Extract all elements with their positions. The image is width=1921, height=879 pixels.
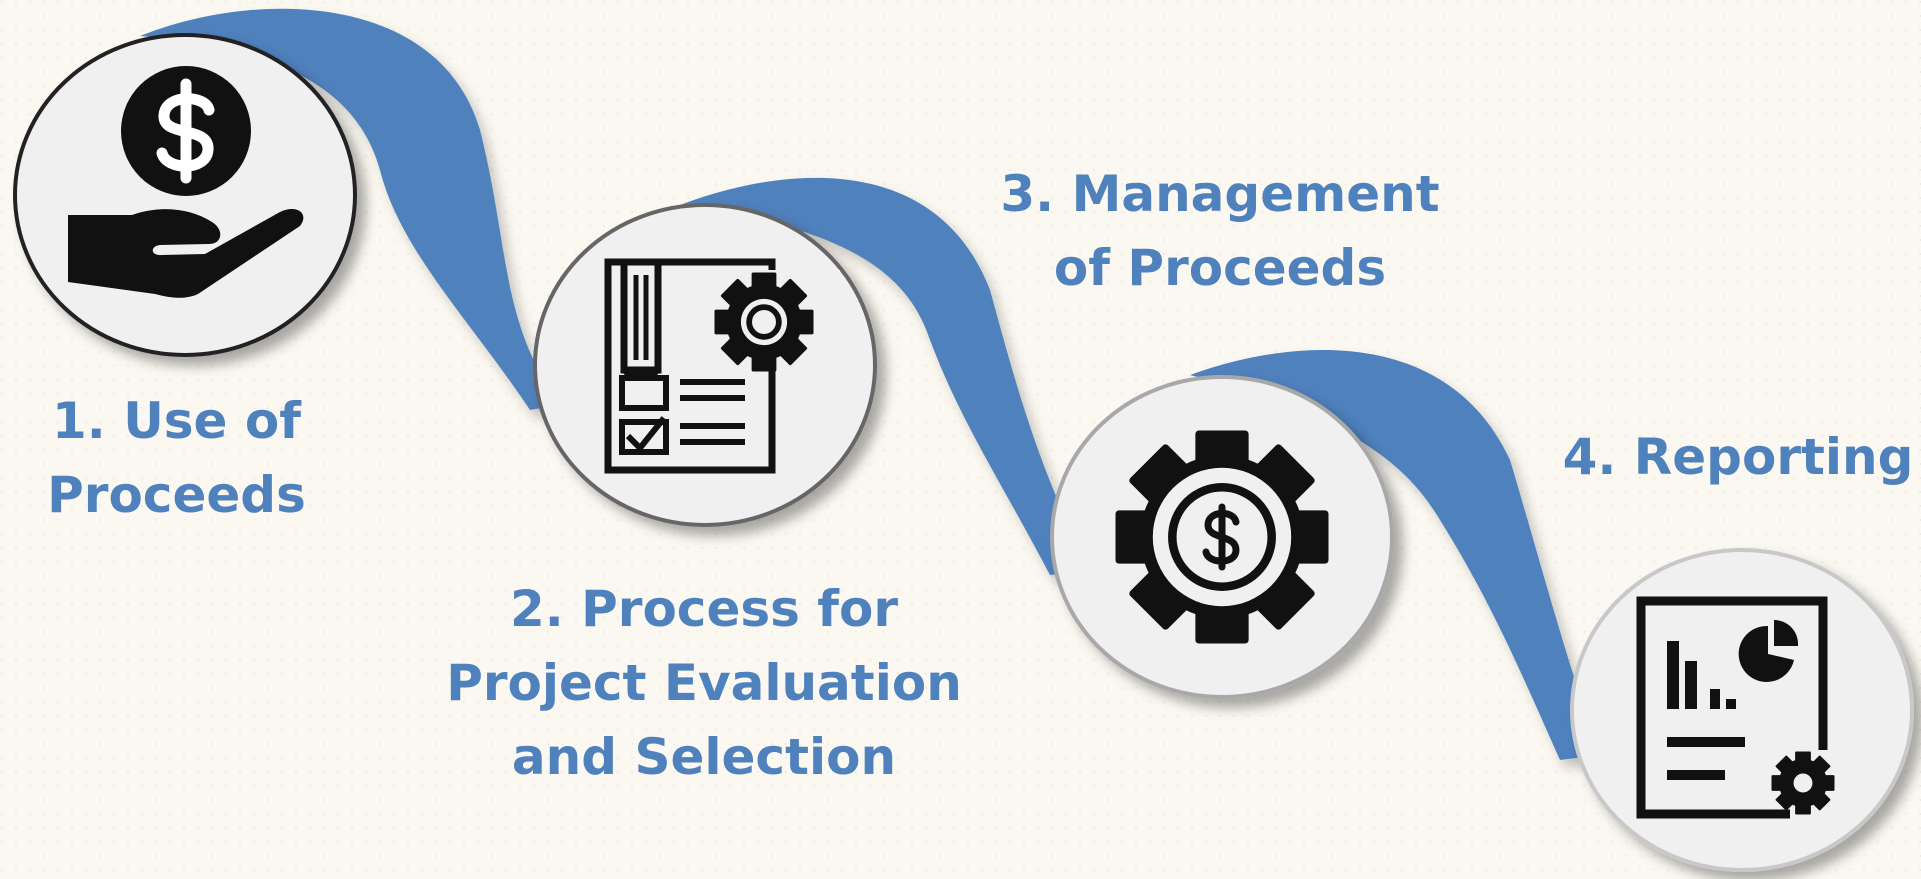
step-4-label: 4. Reporting [1555,420,1921,494]
step-4-label-line-1: 4. Reporting [1562,428,1914,486]
ribbon-segment-3 [1190,350,1600,760]
ribbon-segment-1 [140,8,560,411]
checklist-gear-icon [604,258,840,474]
hand-holding-dollar-icon [68,66,304,298]
step-3-label-line-2: of Proceeds [1053,239,1387,297]
step-3-label: 3. Management of Proceeds [970,157,1470,305]
step-2-label-line-1: 2. Process for [509,580,899,638]
step-2-label-line-2: Project Evaluation [446,654,962,712]
report-chart-gear-icon [1636,596,1850,820]
step-2-label: 2. Process for Project Evaluation and Se… [439,572,969,794]
ribbon-segment-2 [680,177,1090,575]
step-2-label-line-3: and Selection [511,728,897,786]
step-1-label-line-2: Proceeds [47,466,306,524]
step-3-label-line-1: 3. Management [1000,165,1440,223]
step-1-label-line-1: 1. Use of [52,392,301,450]
connector-ribbon [140,8,1600,760]
dollar-gear-icon [1115,430,1329,644]
step-1-label: 1. Use of Proceeds [35,384,318,532]
